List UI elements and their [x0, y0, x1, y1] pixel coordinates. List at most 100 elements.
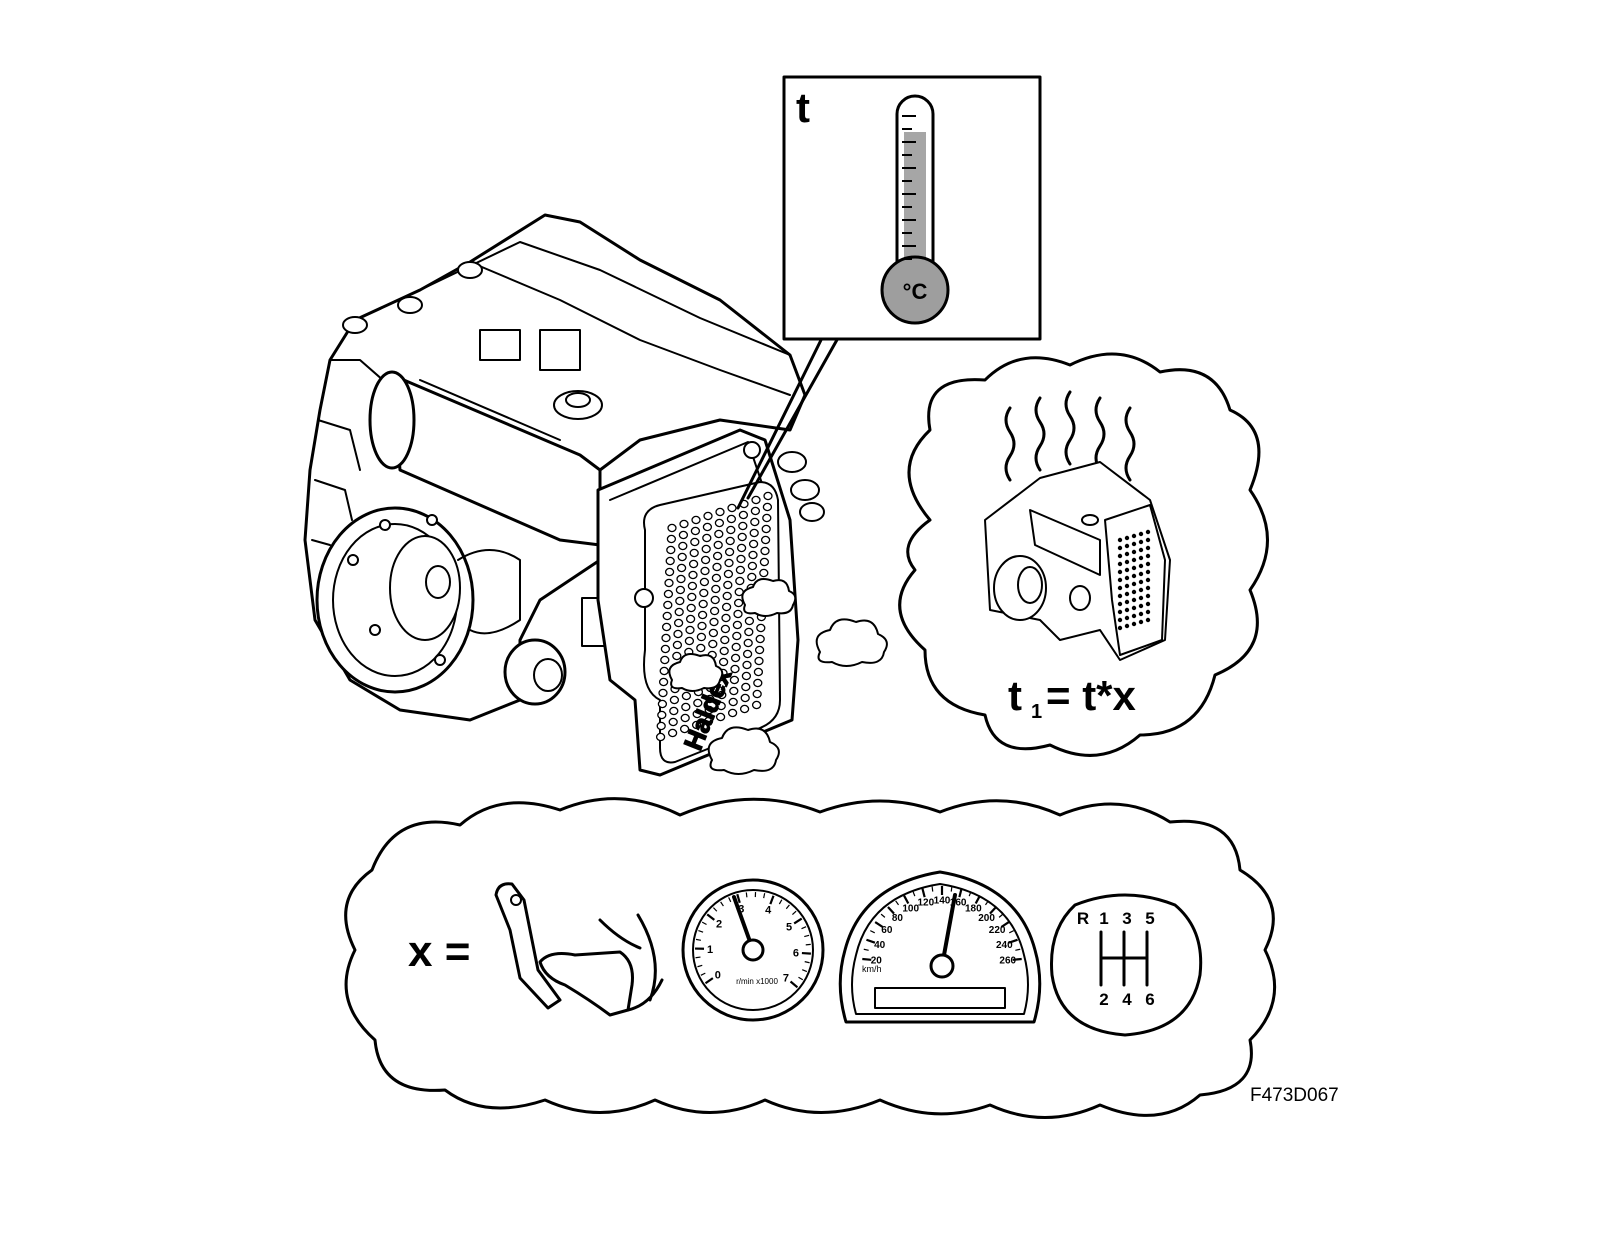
- grille-hole: [709, 617, 719, 627]
- speedometer-tick: [998, 913, 1004, 918]
- tachometer-tick: [695, 956, 701, 959]
- thumbnail-grille-hole: [1117, 577, 1123, 583]
- grille-hole: [748, 550, 758, 560]
- grille-hole: [714, 518, 725, 528]
- thumbnail-grille-hole: [1131, 541, 1137, 547]
- thumbnail-grille-hole: [1124, 607, 1130, 613]
- speedometer-tick: [1000, 921, 1010, 928]
- heat-thought-cloud: t 1 = t*x: [898, 352, 1269, 757]
- grille-hole: [738, 521, 748, 531]
- gear-label: 4: [1122, 990, 1132, 1009]
- tachometer-tick: [785, 904, 790, 910]
- tachometer-label: 0: [715, 970, 721, 982]
- tachometer-label: 2: [716, 918, 722, 930]
- grille-hole: [742, 649, 753, 659]
- grille-hole: [664, 578, 674, 588]
- grille-hole: [724, 547, 735, 557]
- tachometer-tick: [798, 976, 804, 981]
- thumbnail-grille-hole: [1131, 589, 1137, 595]
- grille-hole: [668, 717, 678, 727]
- grille-hole: [697, 610, 708, 620]
- speedometer-label: 120: [918, 898, 935, 909]
- tachometer-tick: [801, 926, 807, 930]
- grille-hole: [747, 561, 758, 571]
- thumbnail-grille-hole: [1138, 619, 1144, 625]
- smoke-puff: [815, 618, 888, 667]
- speedometer-tick: [880, 913, 886, 918]
- grille-hole: [759, 568, 769, 578]
- grille-hole: [681, 691, 692, 701]
- thumbnail-grille-hole: [1124, 559, 1130, 565]
- thumbnail-grille-hole: [1145, 529, 1151, 535]
- tachometer-tick: [695, 938, 702, 941]
- speedometer-tick: [974, 895, 981, 905]
- grille-hole: [702, 533, 712, 543]
- thumbnail-grille-hole: [1117, 585, 1123, 591]
- grille-hole: [727, 503, 737, 513]
- grille-hole: [700, 555, 711, 565]
- speedometer-label: 180: [965, 903, 982, 914]
- thumbnail-grille-hole: [1138, 611, 1144, 617]
- thumbnail-grille-hole: [1131, 549, 1137, 555]
- grille-hole: [677, 552, 687, 562]
- speedometer-label: 80: [892, 913, 904, 924]
- grille-hole: [725, 536, 735, 546]
- tachometer-tick: [745, 892, 748, 898]
- grille-hole: [698, 599, 708, 609]
- grille-hole: [724, 558, 734, 568]
- speedometer-tick: [1009, 930, 1015, 934]
- speedometer-label: 20: [871, 956, 883, 967]
- grille-hole: [704, 705, 714, 715]
- speedometer-label: 40: [874, 940, 886, 951]
- thumbnail-grille-hole: [1145, 553, 1151, 559]
- grille-hole: [705, 694, 715, 704]
- grille-hole: [697, 621, 707, 631]
- accelerator-pedal-icon: [494, 882, 664, 1017]
- tachometer-tick: [778, 899, 783, 905]
- grille-hole: [732, 620, 743, 630]
- speedometer-tick: [984, 900, 989, 906]
- grille-hole: [663, 589, 674, 599]
- grille-hole: [729, 686, 739, 696]
- grille-hole: [733, 609, 743, 619]
- grille-hole: [699, 577, 710, 587]
- grille-hole: [729, 675, 740, 685]
- grille-hole: [721, 613, 731, 623]
- gear-label: 2: [1099, 990, 1108, 1009]
- grille-hole: [688, 570, 698, 580]
- tachometer-tick: [792, 910, 797, 916]
- thumbnail-grille-hole: [1145, 609, 1151, 615]
- grille-hole: [664, 567, 675, 577]
- grille-hole: [699, 588, 709, 598]
- grille-hole: [762, 513, 772, 523]
- coupling-assembly: Haldex: [303, 213, 888, 777]
- grille-hole: [660, 655, 670, 665]
- grille-hole: [720, 624, 731, 634]
- grille-hole: [755, 634, 765, 644]
- grille-hole: [690, 537, 700, 547]
- grille-hole: [712, 562, 722, 572]
- tachometer-tick: [706, 913, 715, 921]
- grille-hole: [741, 671, 752, 681]
- gear-label: 1: [1099, 909, 1108, 928]
- speedometer-tick: [863, 948, 869, 951]
- grille-hole: [679, 724, 690, 734]
- tachometer-tick: [801, 951, 811, 955]
- grille-hole: [715, 507, 725, 517]
- tachometer-tick: [801, 969, 808, 973]
- grille-hole: [661, 622, 672, 632]
- thumbnail-grille-hole: [1131, 557, 1137, 563]
- tachometer-tick: [728, 897, 732, 903]
- thumbnail-grille-hole: [1124, 615, 1130, 621]
- thumbnail-grille-hole: [1117, 617, 1123, 623]
- grille-hole: [731, 642, 741, 652]
- grille-hole: [752, 689, 762, 699]
- thumbnail-grille-hole: [1145, 617, 1151, 623]
- thumbnail-grille-hole: [1124, 583, 1130, 589]
- grille-hole: [675, 585, 686, 595]
- grille-hole: [738, 510, 749, 520]
- grille-hole: [665, 556, 675, 566]
- grille-hole: [763, 491, 773, 501]
